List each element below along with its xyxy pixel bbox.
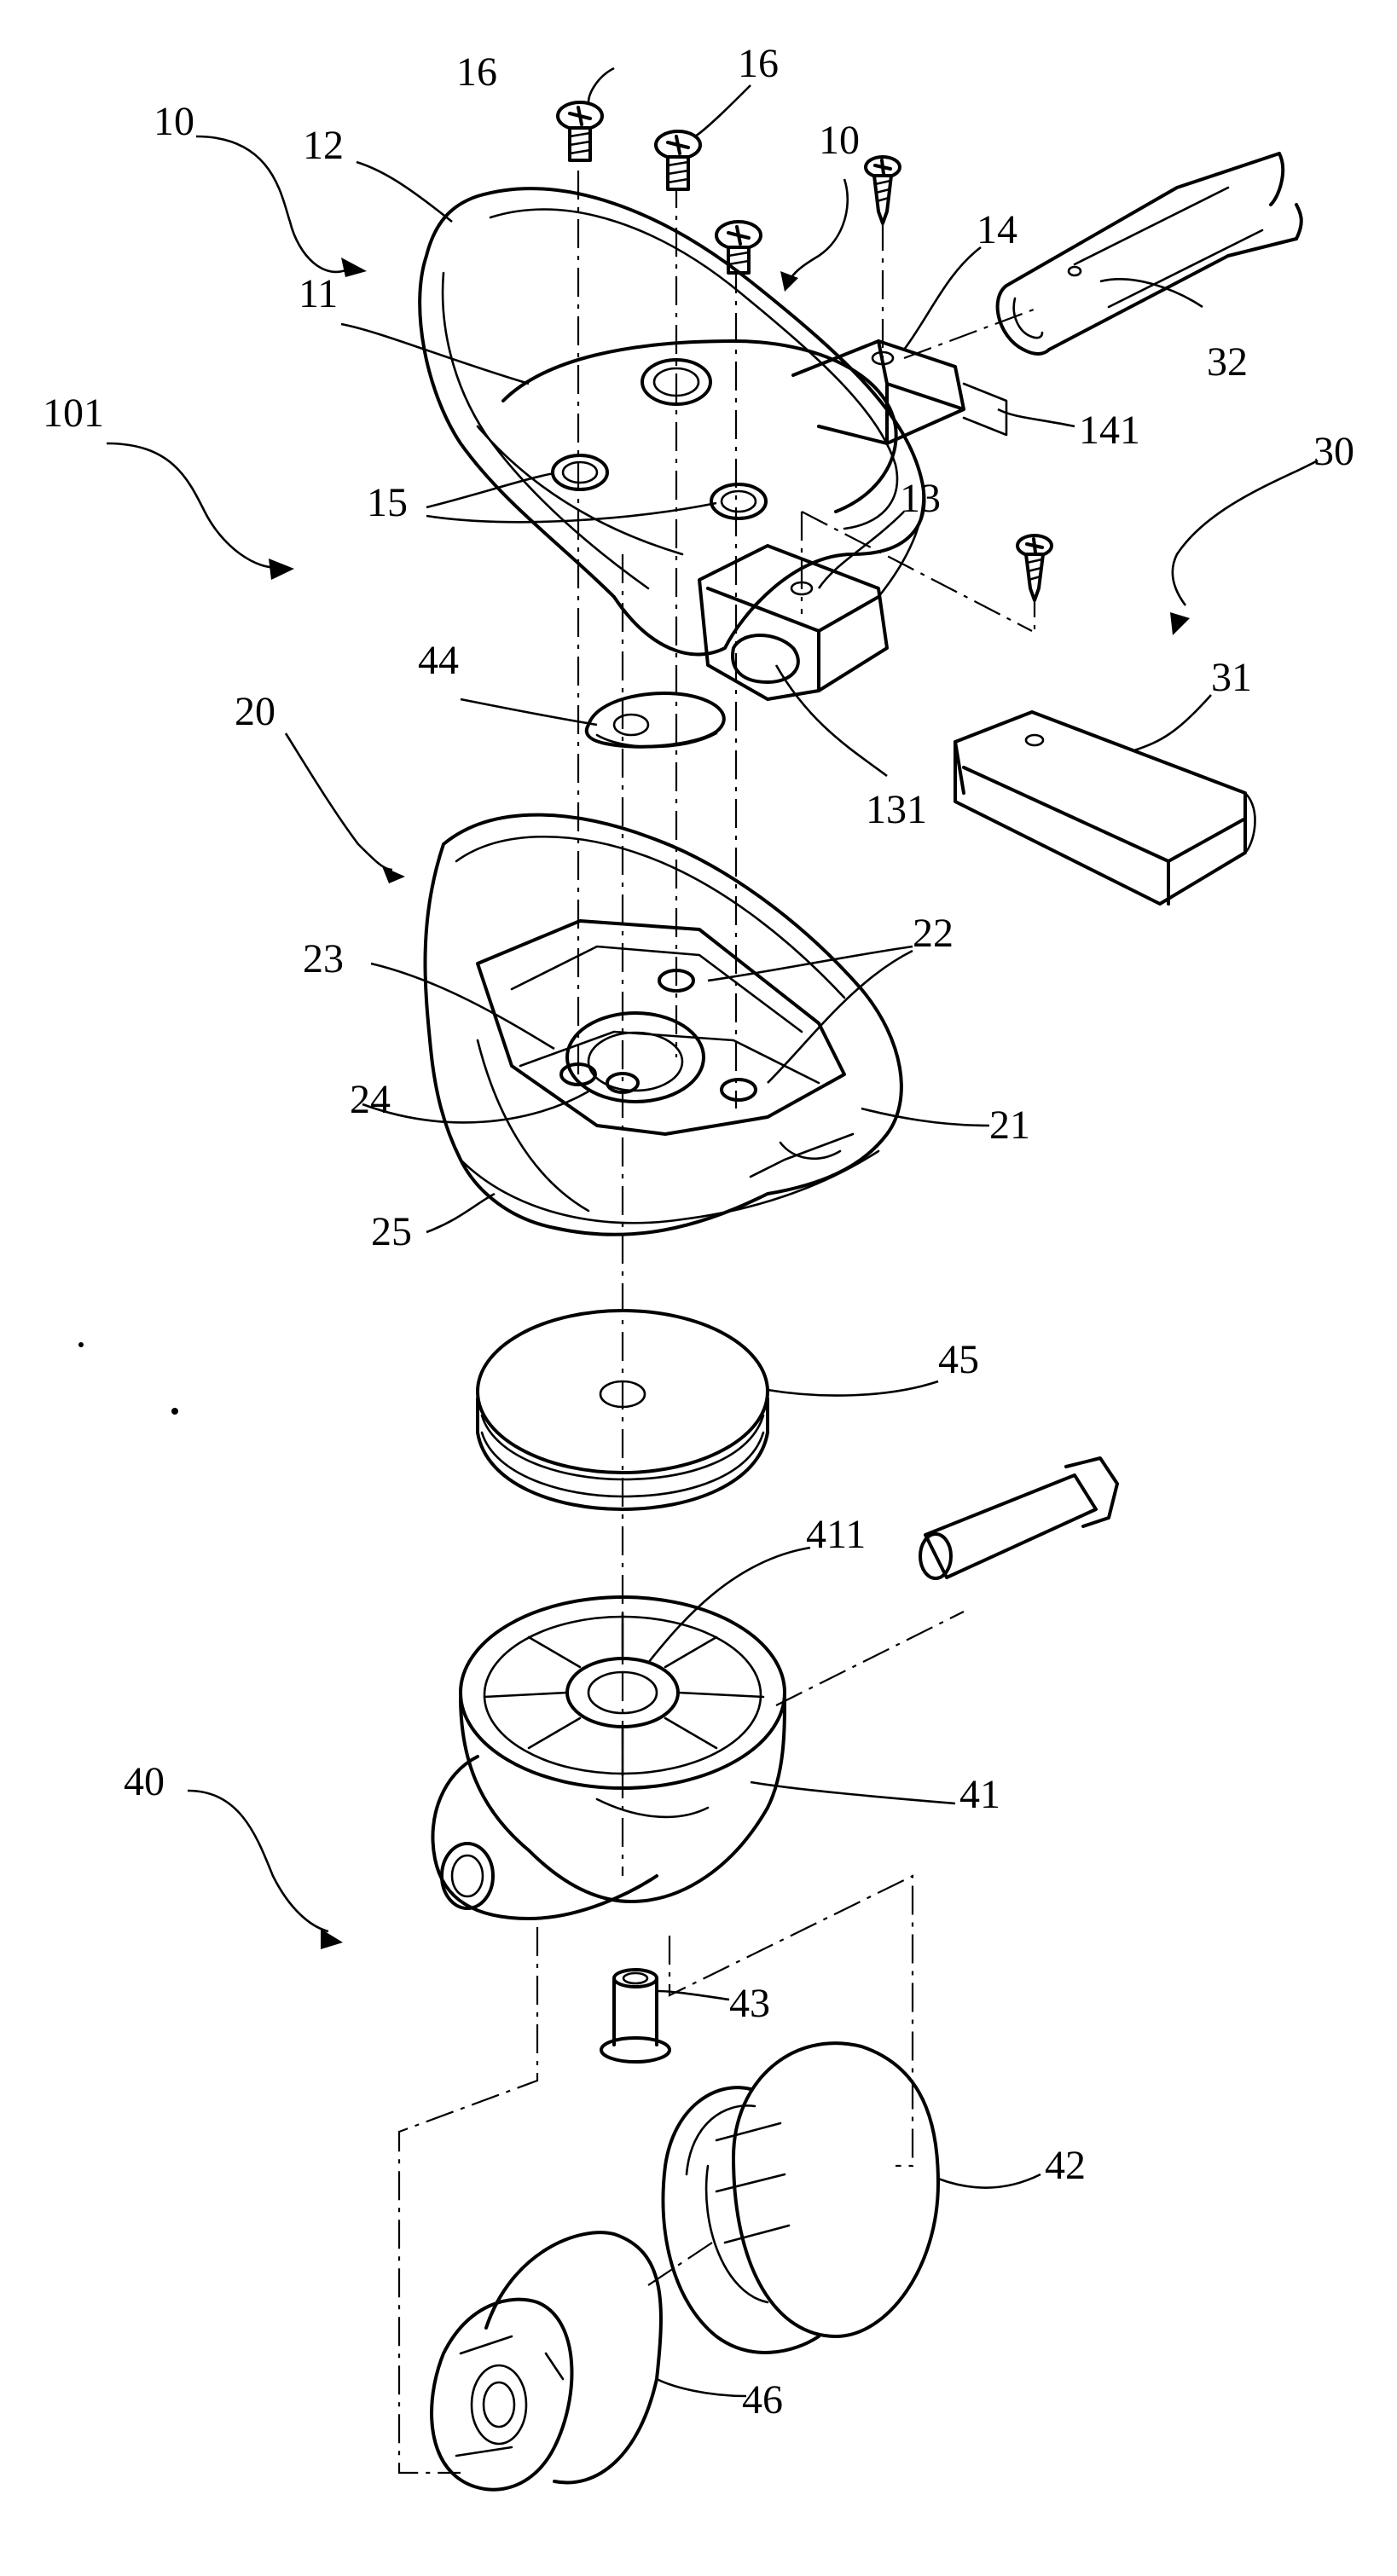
label-42: 42 <box>1045 2143 1086 2188</box>
washer-44 <box>587 693 724 747</box>
label-20: 20 <box>235 689 275 734</box>
stray-dot <box>171 1408 178 1415</box>
label-411: 411 <box>806 1512 866 1557</box>
screw-16-right <box>656 131 700 189</box>
self-tapping-screw-14 <box>866 157 900 223</box>
upper-body-10 <box>420 188 1006 699</box>
label-46: 46 <box>742 2377 783 2423</box>
label-13: 13 <box>900 476 941 521</box>
wheel-42 <box>664 2043 939 2353</box>
label-12: 12 <box>303 123 344 168</box>
screw-16-left <box>558 102 602 160</box>
label-25: 25 <box>371 1209 412 1254</box>
fork-body-41 <box>432 1597 785 1919</box>
screw-16-third <box>716 222 761 273</box>
label-43: 43 <box>729 1981 770 2026</box>
label-16-right: 16 <box>738 41 779 86</box>
tube-31 <box>955 712 1255 904</box>
label-10-right: 10 <box>819 118 860 163</box>
bushing-43 <box>601 1970 670 2062</box>
label-10-left: 10 <box>154 99 194 144</box>
label-41: 41 <box>959 1772 1000 1817</box>
label-16-left: 16 <box>456 49 497 95</box>
label-32: 32 <box>1207 339 1248 385</box>
tube-32 <box>998 153 1301 354</box>
axle-pin <box>920 1458 1117 1578</box>
label-40: 40 <box>124 1759 165 1804</box>
label-45: 45 <box>938 1337 979 1382</box>
assembly-center-lines <box>399 171 1041 2473</box>
label-15: 15 <box>367 480 408 525</box>
wheel-46 <box>432 2232 661 2490</box>
label-11: 11 <box>299 271 338 316</box>
label-23: 23 <box>303 936 344 981</box>
label-141: 141 <box>1079 408 1140 453</box>
middle-seat-20 <box>425 815 901 1235</box>
label-24: 24 <box>350 1077 391 1122</box>
self-tapping-screw-13 <box>1017 535 1052 600</box>
label-31: 31 <box>1211 655 1252 700</box>
label-22: 22 <box>913 911 954 956</box>
label-30: 30 <box>1313 429 1354 474</box>
stray-dot <box>78 1342 84 1347</box>
label-14: 14 <box>977 207 1017 252</box>
label-44: 44 <box>418 638 459 683</box>
label-101: 101 <box>43 391 104 436</box>
label-131: 131 <box>866 787 927 832</box>
label-21: 21 <box>989 1103 1030 1148</box>
